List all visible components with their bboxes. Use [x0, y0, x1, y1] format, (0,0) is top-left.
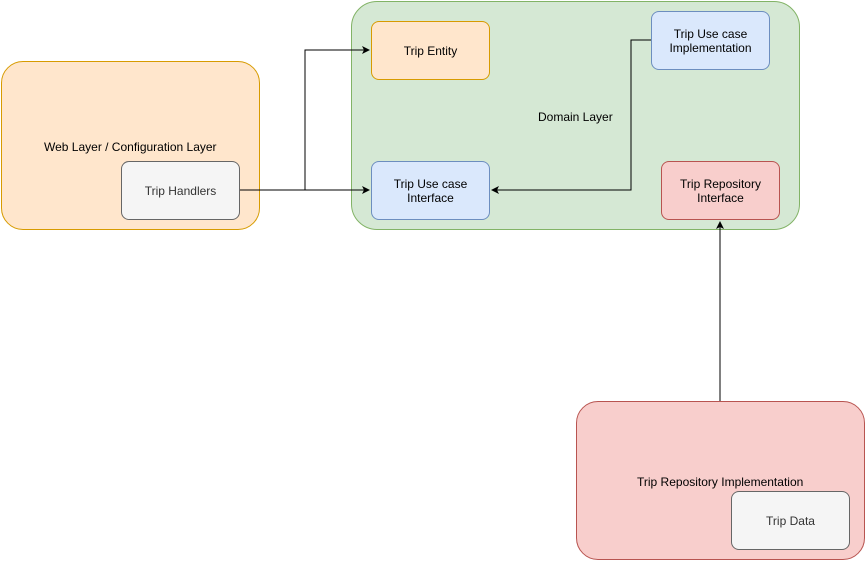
web-layer-label: Web Layer / Configuration Layer: [44, 140, 217, 154]
edge-handlers-to-entity: [240, 46, 370, 191]
trip-entity-node[interactable]: Trip Entity: [371, 21, 490, 80]
domain-layer-label: Domain Layer: [538, 110, 613, 124]
repo-impl-label: Trip Repository Implementation: [637, 475, 804, 489]
repo-interface-node[interactable]: Trip Repository Interface: [661, 161, 780, 220]
use-case-interface-node[interactable]: Trip Use case Interface: [371, 161, 490, 220]
trip-data-node[interactable]: Trip Data: [731, 491, 850, 550]
trip-handlers-node[interactable]: Trip Handlers: [121, 161, 240, 220]
use-case-impl-node[interactable]: Trip Use case Implementation: [651, 11, 770, 70]
edge-use-case-impl-to-interface: [491, 39, 651, 194]
